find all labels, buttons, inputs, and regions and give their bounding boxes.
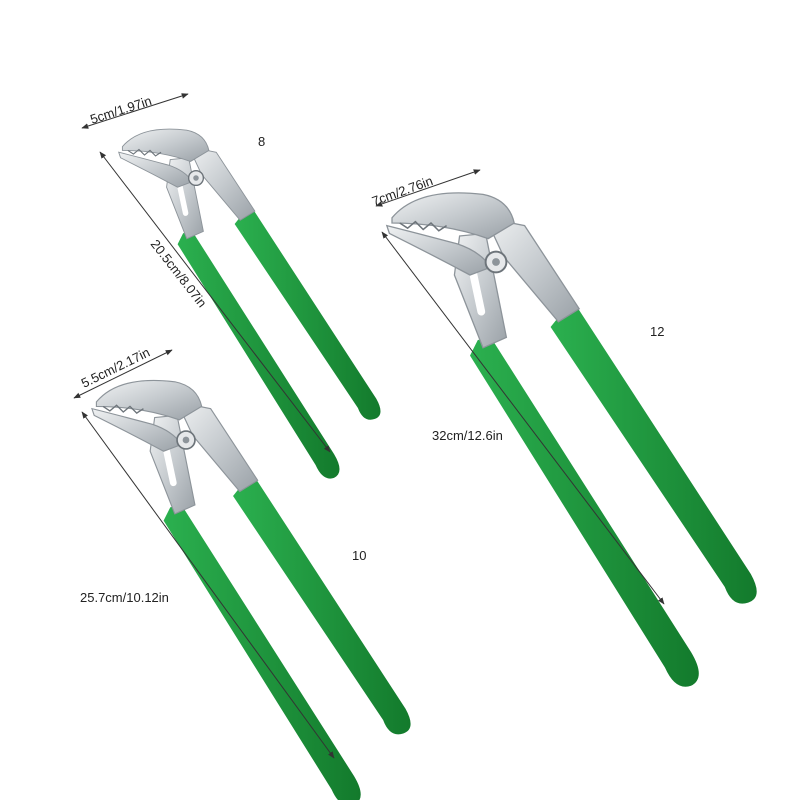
width-dimension-line bbox=[81, 93, 189, 129]
length-dimension-line bbox=[81, 411, 335, 759]
length-label: 32cm/12.6in bbox=[432, 428, 503, 443]
plier-12: 7cm/2.76in 32cm/12.6in 12 bbox=[370, 169, 758, 688]
length-label: 25.7cm/10.12in bbox=[80, 590, 169, 605]
width-dimension-line bbox=[375, 169, 481, 207]
plier-10: 5.5cm/2.17in 25.7cm/10.12in 10 bbox=[73, 345, 412, 800]
size-label: 8 bbox=[258, 134, 265, 149]
length-dimension-line bbox=[381, 231, 665, 605]
width-label: 5cm/1.97in bbox=[88, 93, 153, 127]
size-label: 10 bbox=[352, 548, 366, 563]
length-dimension-line bbox=[99, 151, 331, 453]
size-label: 12 bbox=[650, 324, 664, 339]
width-dimension-line bbox=[73, 349, 173, 399]
